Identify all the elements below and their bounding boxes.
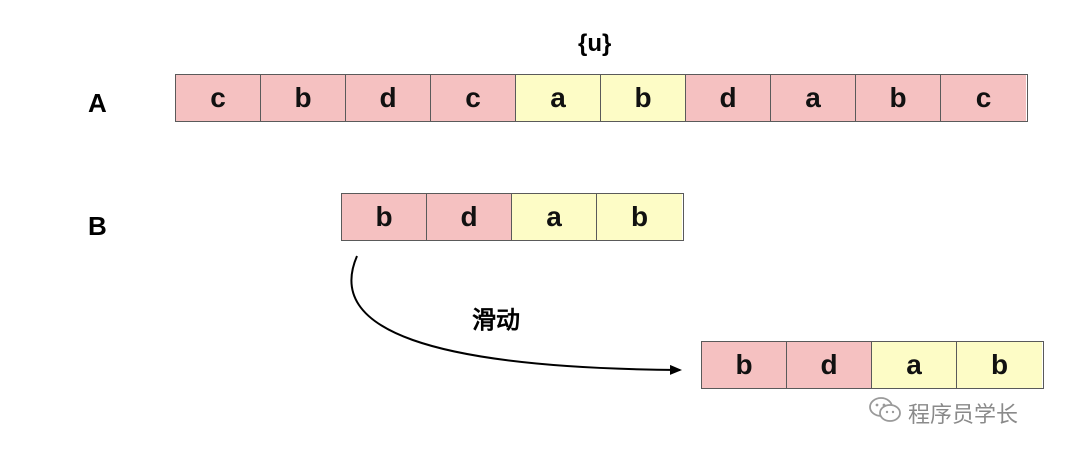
string-b-cell: b bbox=[342, 194, 427, 240]
wechat-icon bbox=[868, 396, 902, 430]
string-b-shifted-cell: b bbox=[957, 342, 1042, 388]
match-marker: {u} bbox=[578, 30, 612, 57]
string-a-cell: d bbox=[346, 75, 431, 121]
string-a-cell: b bbox=[601, 75, 686, 121]
string-a-cell: c bbox=[176, 75, 261, 121]
string-b-shifted-cell: a bbox=[872, 342, 957, 388]
string-b-shifted-cell: d bbox=[787, 342, 872, 388]
string-b-cell: a bbox=[512, 194, 597, 240]
string-a-cell: a bbox=[516, 75, 601, 121]
string-a-cell: b bbox=[856, 75, 941, 121]
watermark-text: 程序员学长 bbox=[908, 403, 1019, 428]
row-a-label: A bbox=[88, 88, 107, 118]
string-b-shifted-cell: b bbox=[702, 342, 787, 388]
watermark: 程序员学长 bbox=[868, 396, 1018, 430]
string-b-cell: b bbox=[597, 194, 682, 240]
slide-label: 滑动 bbox=[472, 306, 520, 334]
string-b-cell: d bbox=[427, 194, 512, 240]
string-a-cell: b bbox=[261, 75, 346, 121]
string-a-cell: c bbox=[431, 75, 516, 121]
string-a-cell: a bbox=[771, 75, 856, 121]
string-a-cell: d bbox=[686, 75, 771, 121]
string-a-cell: c bbox=[941, 75, 1026, 121]
row-b-label: B bbox=[88, 211, 107, 241]
